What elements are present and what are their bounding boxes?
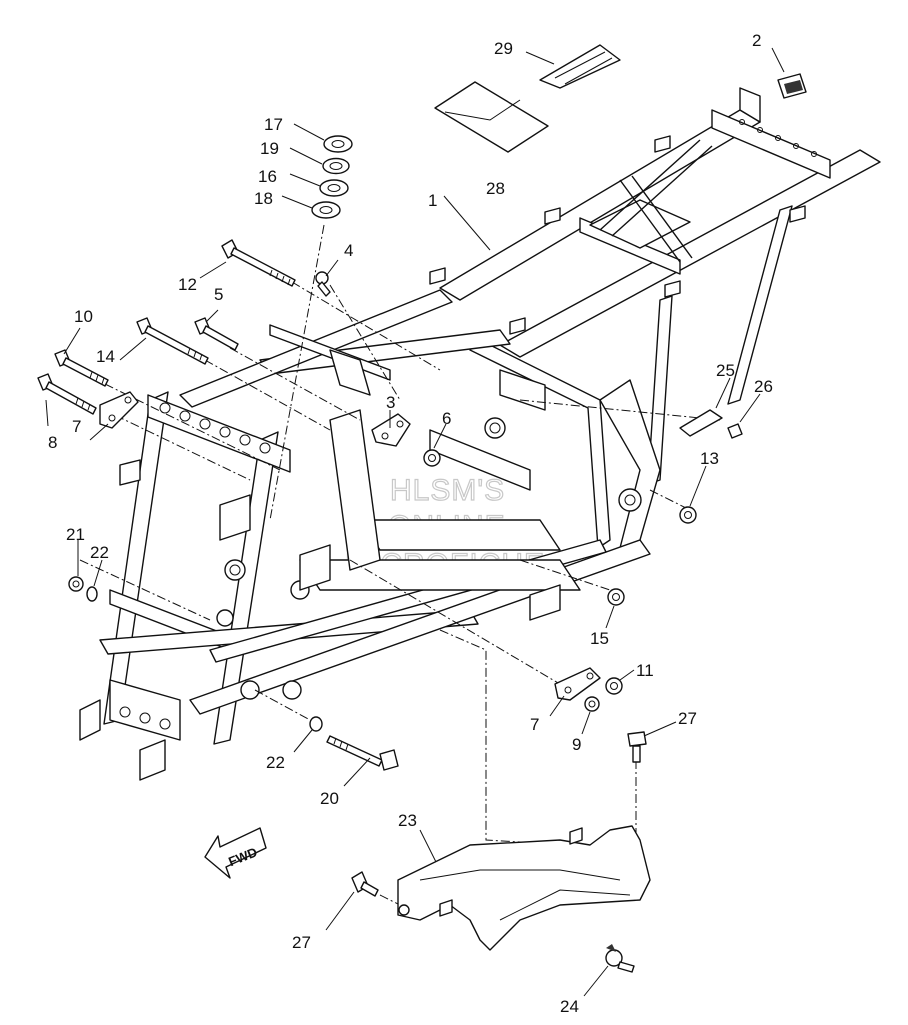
callout-1: 1 <box>428 191 437 210</box>
callout-19: 19 <box>260 139 279 158</box>
callout-17: 17 <box>264 115 283 134</box>
callout-4: 4 <box>344 241 353 260</box>
callout-2: 2 <box>752 31 761 50</box>
callout-14: 14 <box>96 347 115 366</box>
nut-9 <box>584 696 600 712</box>
bolt-27-lower <box>351 871 379 897</box>
nut-15 <box>607 588 625 606</box>
spacer-16 <box>319 179 349 197</box>
bolt-14 <box>136 317 209 365</box>
callout-7-upper: 7 <box>72 417 81 436</box>
callout-9: 9 <box>572 735 581 754</box>
callout-27-lower: 27 <box>292 933 311 952</box>
nut-6 <box>423 449 441 467</box>
callout-13: 13 <box>700 449 719 468</box>
bolt-5 <box>194 317 239 351</box>
callout-16: 16 <box>258 167 277 186</box>
guard-23 <box>397 825 651 951</box>
callout-28: 28 <box>486 179 505 198</box>
spacer-19 <box>322 157 350 175</box>
nut-11 <box>605 677 623 695</box>
callout-26: 26 <box>754 377 773 396</box>
callout-27-upper: 27 <box>678 709 697 728</box>
bolt-27-upper <box>627 731 647 763</box>
main-frame <box>79 87 881 781</box>
clip-24 <box>605 944 635 973</box>
bolt-12 <box>221 239 296 287</box>
spacer-18 <box>311 201 341 219</box>
bolt-8 <box>37 373 97 415</box>
bracket-7-lower <box>554 667 601 701</box>
callout-29: 29 <box>494 39 513 58</box>
washer-22-left <box>86 586 98 602</box>
callout-8: 8 <box>48 433 57 452</box>
callout-21: 21 <box>66 525 85 544</box>
callout-25: 25 <box>716 361 735 380</box>
callout-numbers: 1 2 3 4 5 6 7 7 8 9 10 11 12 13 14 15 16… <box>48 31 773 1016</box>
bracket-7-upper <box>99 391 139 429</box>
pouch-28 <box>434 81 549 153</box>
callout-11: 11 <box>636 661 654 680</box>
callout-22-lower: 22 <box>266 753 285 772</box>
callout-15: 15 <box>590 629 609 648</box>
bolt-10 <box>54 349 109 387</box>
callout-24: 24 <box>560 997 579 1016</box>
fwd-arrow-icon: FWD <box>204 827 267 879</box>
callout-12: 12 <box>178 275 197 294</box>
bolt-20 <box>326 735 399 771</box>
grip-29 <box>539 44 621 89</box>
callout-18: 18 <box>254 189 273 208</box>
washer-22-lower <box>309 716 323 732</box>
bolt-26 <box>727 423 743 439</box>
callout-6: 6 <box>442 409 451 428</box>
plate-25 <box>679 409 723 437</box>
nut-13 <box>679 506 697 524</box>
watermark-line-1: HLSM'S <box>390 474 505 507</box>
callout-5: 5 <box>214 285 223 304</box>
callout-23: 23 <box>398 811 417 830</box>
spacer-17 <box>323 135 353 153</box>
callout-20: 20 <box>320 789 339 808</box>
leader-lines <box>45 47 785 997</box>
nut-21 <box>68 576 84 592</box>
callout-22-left: 22 <box>90 543 109 562</box>
callout-7-lower: 7 <box>530 715 539 734</box>
bracket-3 <box>371 413 411 447</box>
bolt-4 <box>315 271 331 297</box>
small-parts: FWD <box>37 44 807 973</box>
callout-3: 3 <box>386 393 395 412</box>
callout-10: 10 <box>74 307 93 326</box>
